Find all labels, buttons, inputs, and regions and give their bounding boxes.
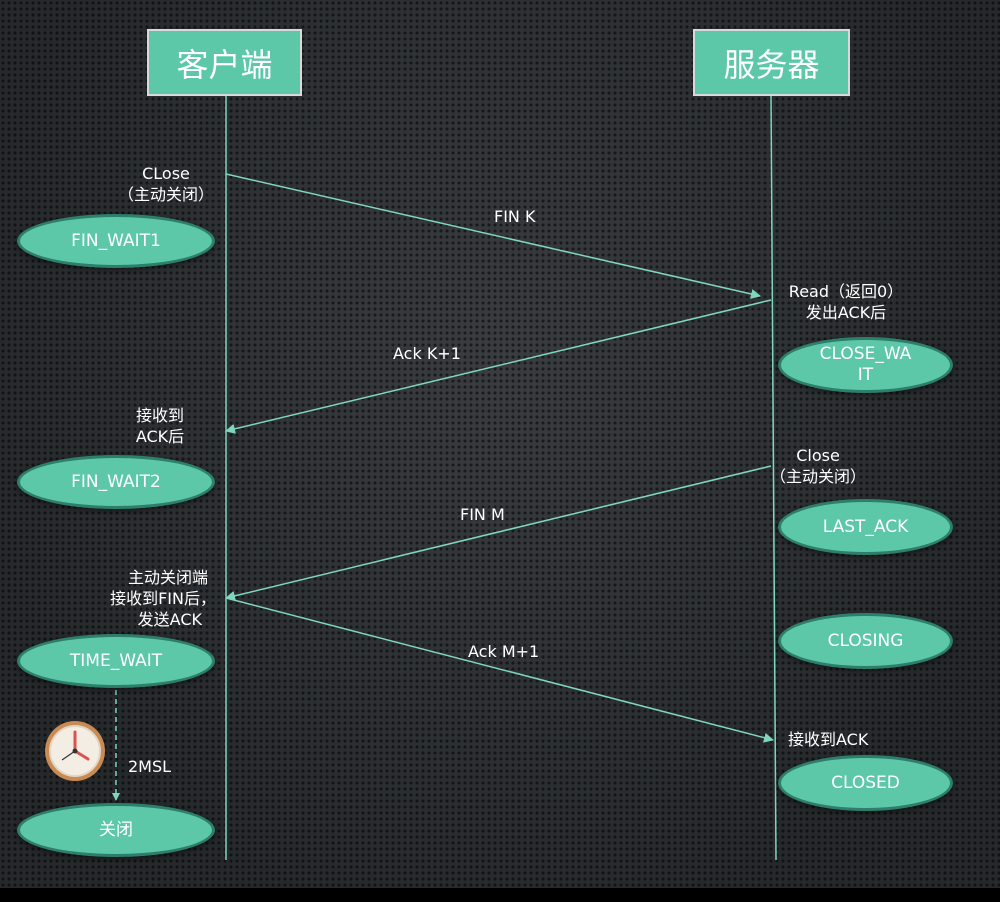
- msg-ack-k1: Ack K+1: [393, 344, 461, 363]
- timer-label: 2MSL: [128, 757, 172, 776]
- bottom-bar: [0, 888, 1000, 902]
- client-close-note: CLose （主动关闭）: [105, 163, 227, 205]
- msg-fin-k: FIN K: [494, 207, 536, 226]
- server-read-note: Read（返回0） 发出ACK后: [780, 281, 912, 323]
- server-read-line1: Read（返回0）: [788, 282, 904, 301]
- server-read-line2: 发出ACK后: [805, 303, 887, 322]
- client-recv-ack-note: 接收到 ACK后: [120, 405, 200, 447]
- server-recv-ack-note: 接收到ACK: [788, 730, 869, 749]
- state-fin-wait1: FIN_WAIT1: [17, 214, 215, 268]
- state-closed-server: CLOSED: [778, 755, 953, 811]
- client-recv-ack-line1: 接收到: [135, 406, 184, 425]
- client-recv-fin-line3: 发送ACK: [137, 610, 202, 629]
- state-last-ack: LAST_ACK: [778, 499, 953, 555]
- state-closing: CLOSING: [778, 613, 953, 669]
- client-close-line2: （主动关闭）: [117, 185, 214, 204]
- arrow-ack-k1: [225, 299, 772, 434]
- client-close-line1: CLose: [142, 164, 190, 183]
- server-lifeline: [770, 94, 777, 861]
- state-close-wait: CLOSE_WA IT: [778, 337, 953, 393]
- client-header: 客户端: [147, 29, 302, 96]
- client-recv-ack-line2: ACK后: [135, 427, 185, 446]
- server-header: 服务器: [693, 29, 850, 96]
- clock-icon: [45, 721, 105, 781]
- state-closed-client: 关闭: [17, 803, 215, 857]
- client-recv-fin-line2: 接收到FIN后，: [110, 589, 216, 608]
- client-recv-fin-note: 主动关闭端 接收到FIN后， 发送ACK: [96, 567, 216, 630]
- server-close-note: Close （主动关闭）: [768, 445, 868, 487]
- state-fin-wait2: FIN_WAIT2: [17, 455, 215, 509]
- msg-fin-m: FIN M: [460, 505, 505, 524]
- arrow-fin-k: [225, 173, 761, 299]
- client-recv-fin-line1: 主动关闭端: [127, 568, 208, 587]
- server-close-line2: （主动关闭）: [769, 467, 866, 486]
- arrow-ack-m1: [225, 597, 774, 743]
- state-time-wait: TIME_WAIT: [17, 634, 215, 688]
- server-close-line1: Close: [796, 446, 840, 465]
- arrow-fin-m: [225, 465, 772, 601]
- msg-ack-m1: Ack M+1: [468, 642, 540, 661]
